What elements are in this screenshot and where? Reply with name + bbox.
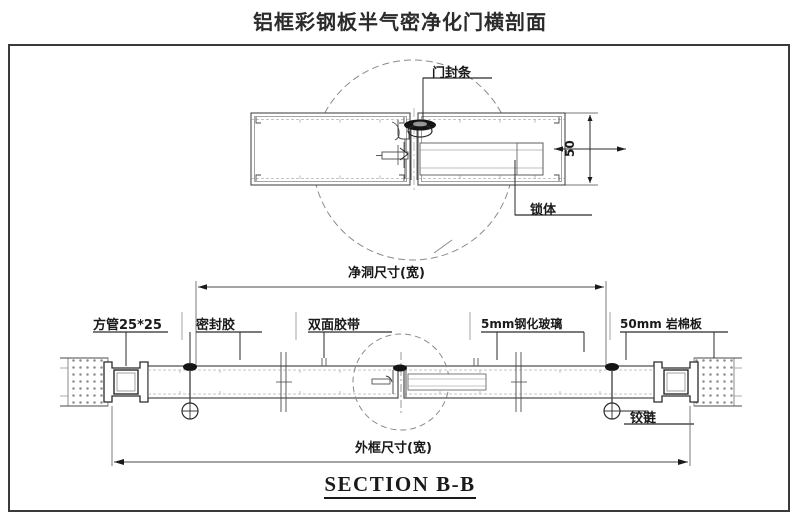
dimension-label-clear-opening: 净洞尺寸(宽) (348, 266, 425, 281)
page-title: 铝框彩钢板半气密净化门横剖面 (253, 10, 547, 34)
section-caption-text: SECTION B-B (324, 472, 476, 499)
label-lock-body: 锁体 (530, 203, 557, 218)
label-double-sided-tape: 双面胶带 (308, 318, 361, 333)
section-caption: SECTION B-B (0, 472, 800, 499)
dimension-label-outer-frame: 外框尺寸(宽) (355, 441, 432, 456)
label-square-tube: 方管25*25 (93, 318, 162, 333)
label-rock-wool-board: 50mm 岩棉板 (620, 317, 702, 331)
label-door-seal-strip: 门封条 (432, 66, 472, 81)
dimension-value-panel-thickness: 50 (563, 140, 577, 157)
label-hinge: 铰链 (630, 411, 657, 426)
label-sealant: 密封胶 (196, 318, 236, 333)
label-tempered-glass: 5mm钢化玻璃 (481, 317, 563, 331)
